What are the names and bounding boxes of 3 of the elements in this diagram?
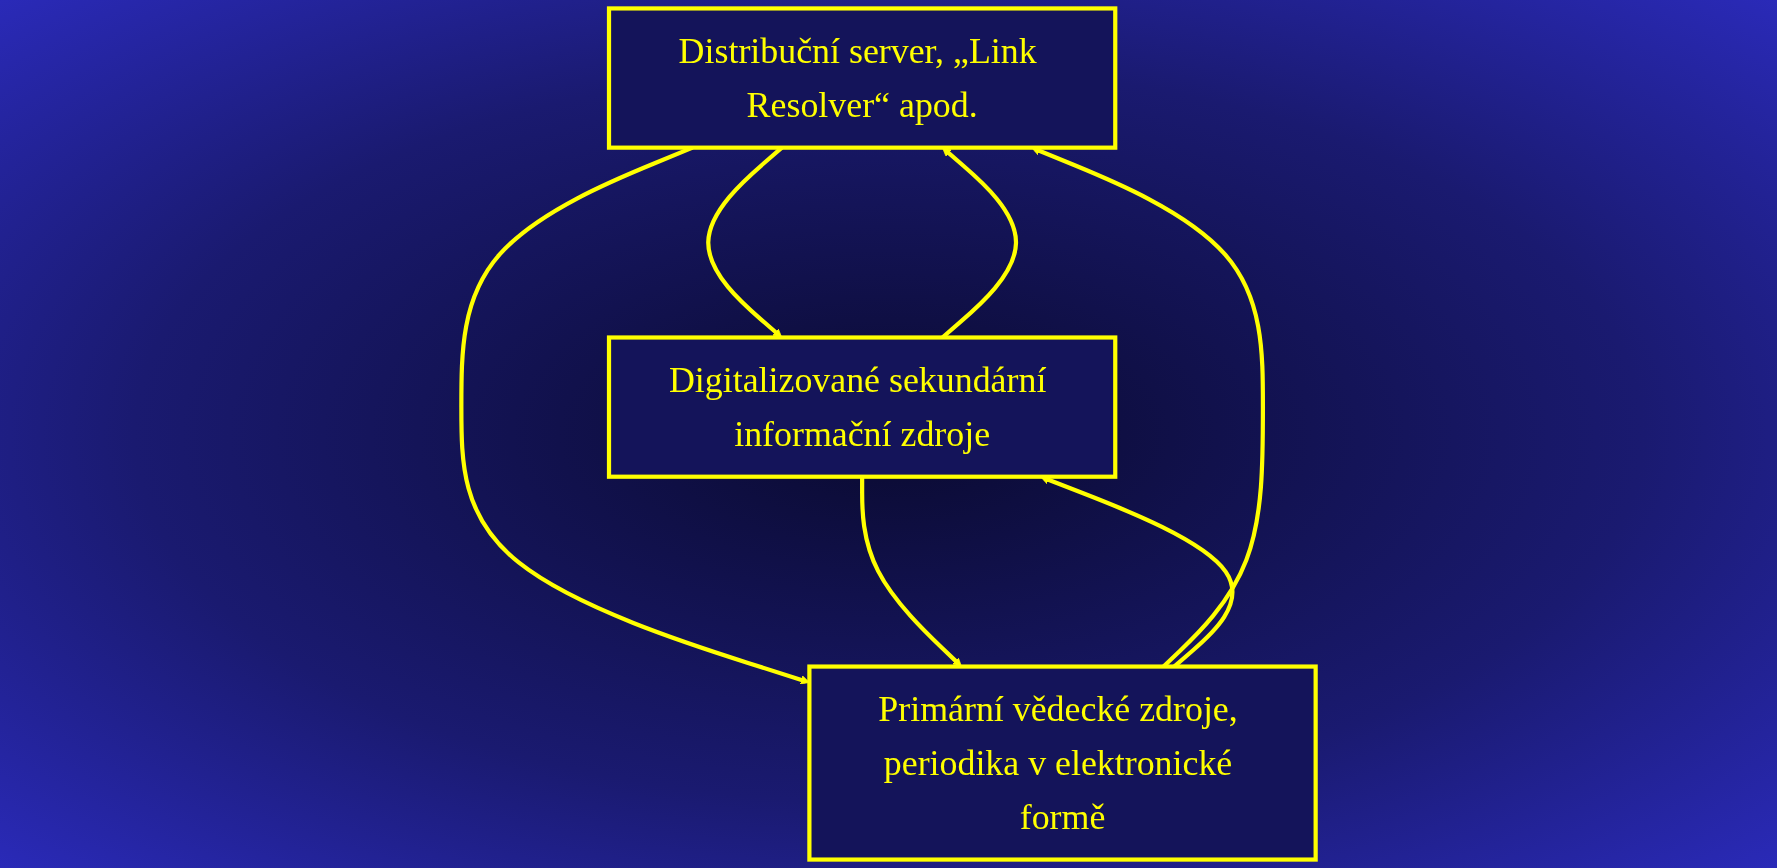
node-box: Distribuční server, „Link Resolver“ apod.	[606, 6, 1118, 150]
node-box: Primární vědecké zdroje, periodika v elektronické formě	[807, 664, 1318, 862]
node-box: Digitalizované sekundární informační zdroje	[606, 335, 1118, 479]
